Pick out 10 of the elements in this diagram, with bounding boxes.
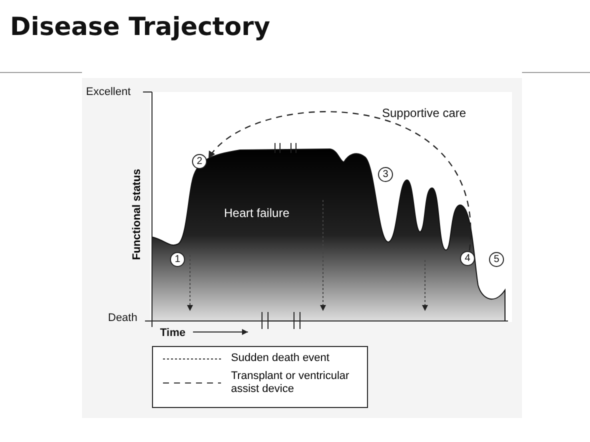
slide-title: Disease Trajectory <box>10 12 270 41</box>
axis-label: Functional status <box>131 168 143 260</box>
axis-label: Death <box>108 312 138 324</box>
region-label: Heart failure <box>224 206 290 220</box>
axis-label: Excellent <box>86 86 131 98</box>
axis-label: Time <box>160 327 186 339</box>
legend-text: Transplant or ventricular assist device <box>231 370 350 396</box>
legend-text: Sudden death event <box>231 352 330 365</box>
dashed-arrow <box>208 111 470 250</box>
annotation-label: Supportive care <box>382 106 466 120</box>
